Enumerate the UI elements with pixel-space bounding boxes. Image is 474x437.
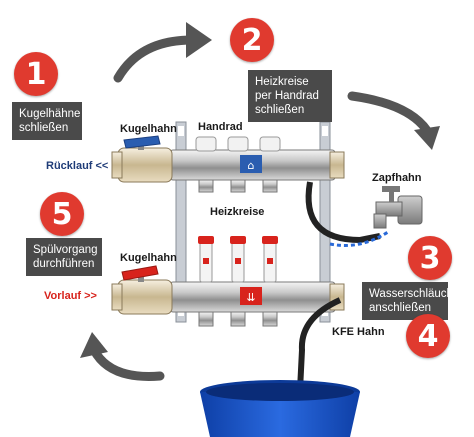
process-arrow-top [113,22,212,83]
return-manifold: ⌂ [169,149,345,181]
label-handrad: Handrad [198,121,243,133]
step-3-label: Wasserschläuche anschließen [362,282,459,320]
ball-valve-return [111,135,173,183]
flow-manifold: ⇊ [169,281,345,313]
flow-outlets [198,311,278,327]
label-zapfhahn: Zapfhahn [372,172,422,184]
hose-to-bucket [297,297,342,391]
bucket [200,380,360,437]
faucet [373,186,423,229]
flow-meter-3 [262,236,278,283]
process-arrow-right [347,91,440,150]
step-1-label: Kugelhähne schließen [12,102,82,140]
handwheel-1 [195,136,217,152]
label-heizkreise: Heizkreise [210,206,265,218]
return-outlets [198,179,278,193]
handwheel-3 [259,136,281,152]
label-kfe-hahn: KFE Hahn [332,326,385,338]
step-2-label: Heizkreise per Handrad schließen [248,70,332,122]
step-5-label: Spülvorgang durchführen [26,238,102,276]
step-4-number: 4 [406,314,450,358]
step-5-number: 5 [40,192,84,236]
label-kugelhahn-top: Kugelhahn [120,123,177,135]
hose-to-faucet [305,181,389,247]
step-3-number: 3 [408,236,452,280]
label-kugelhahn-bottom: Kugelhahn [120,252,177,264]
svg-text:⇊: ⇊ [246,291,255,304]
flow-meter-1 [198,236,214,283]
ball-valve-flow [111,265,173,315]
label-ruecklauf: Rücklauf << [46,160,109,172]
svg-text:⌂: ⌂ [248,159,255,172]
handwheel-2 [227,136,249,152]
process-arrow-bottom [80,332,165,381]
flow-meter-2 [230,236,246,283]
step-1-number: 1 [14,52,58,96]
label-vorlauf: Vorlauf >> [44,290,97,302]
step-2-number: 2 [230,18,274,62]
